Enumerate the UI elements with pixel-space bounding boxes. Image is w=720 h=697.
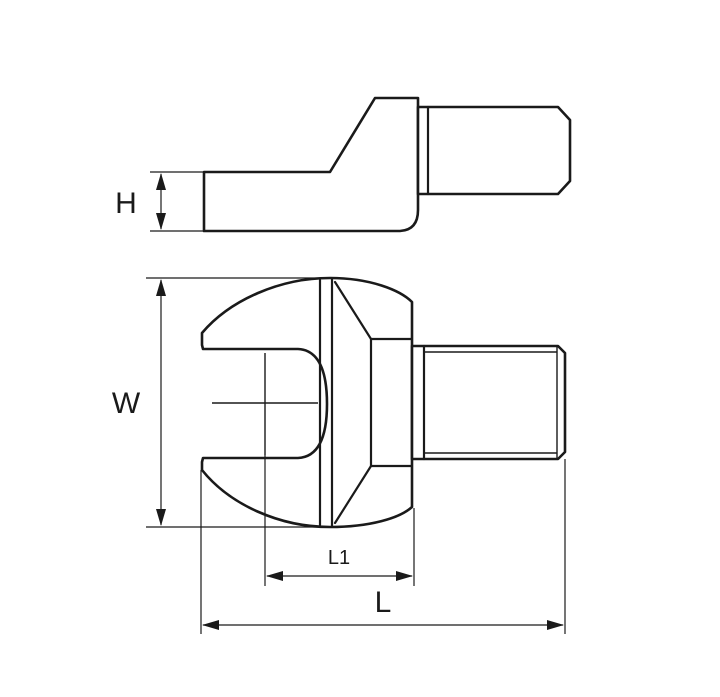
h-arrow-bottom bbox=[156, 213, 166, 230]
dimension-l: L bbox=[200, 459, 566, 634]
l-arrow-left bbox=[202, 620, 219, 630]
w-arrow-bottom bbox=[156, 509, 166, 526]
label-w: W bbox=[112, 387, 141, 420]
label-h: H bbox=[115, 187, 137, 220]
front-view bbox=[200, 276, 567, 529]
side-view bbox=[202, 96, 572, 233]
l1-arrow-left bbox=[266, 571, 283, 581]
dimension-l1: L1 bbox=[264, 455, 415, 586]
front-view-head bbox=[200, 276, 414, 529]
side-view-body bbox=[202, 96, 420, 233]
l-arrow-right bbox=[547, 620, 564, 630]
label-l1: L1 bbox=[328, 547, 350, 569]
side-view-shank bbox=[416, 105, 572, 196]
h-arrow-top bbox=[156, 173, 166, 190]
dimension-w: W bbox=[112, 277, 330, 528]
label-l: L bbox=[375, 586, 392, 619]
w-arrow-top bbox=[156, 279, 166, 296]
l1-arrow-right bbox=[396, 571, 413, 581]
front-view-shank bbox=[410, 344, 567, 461]
dimension-h: H bbox=[115, 171, 205, 232]
